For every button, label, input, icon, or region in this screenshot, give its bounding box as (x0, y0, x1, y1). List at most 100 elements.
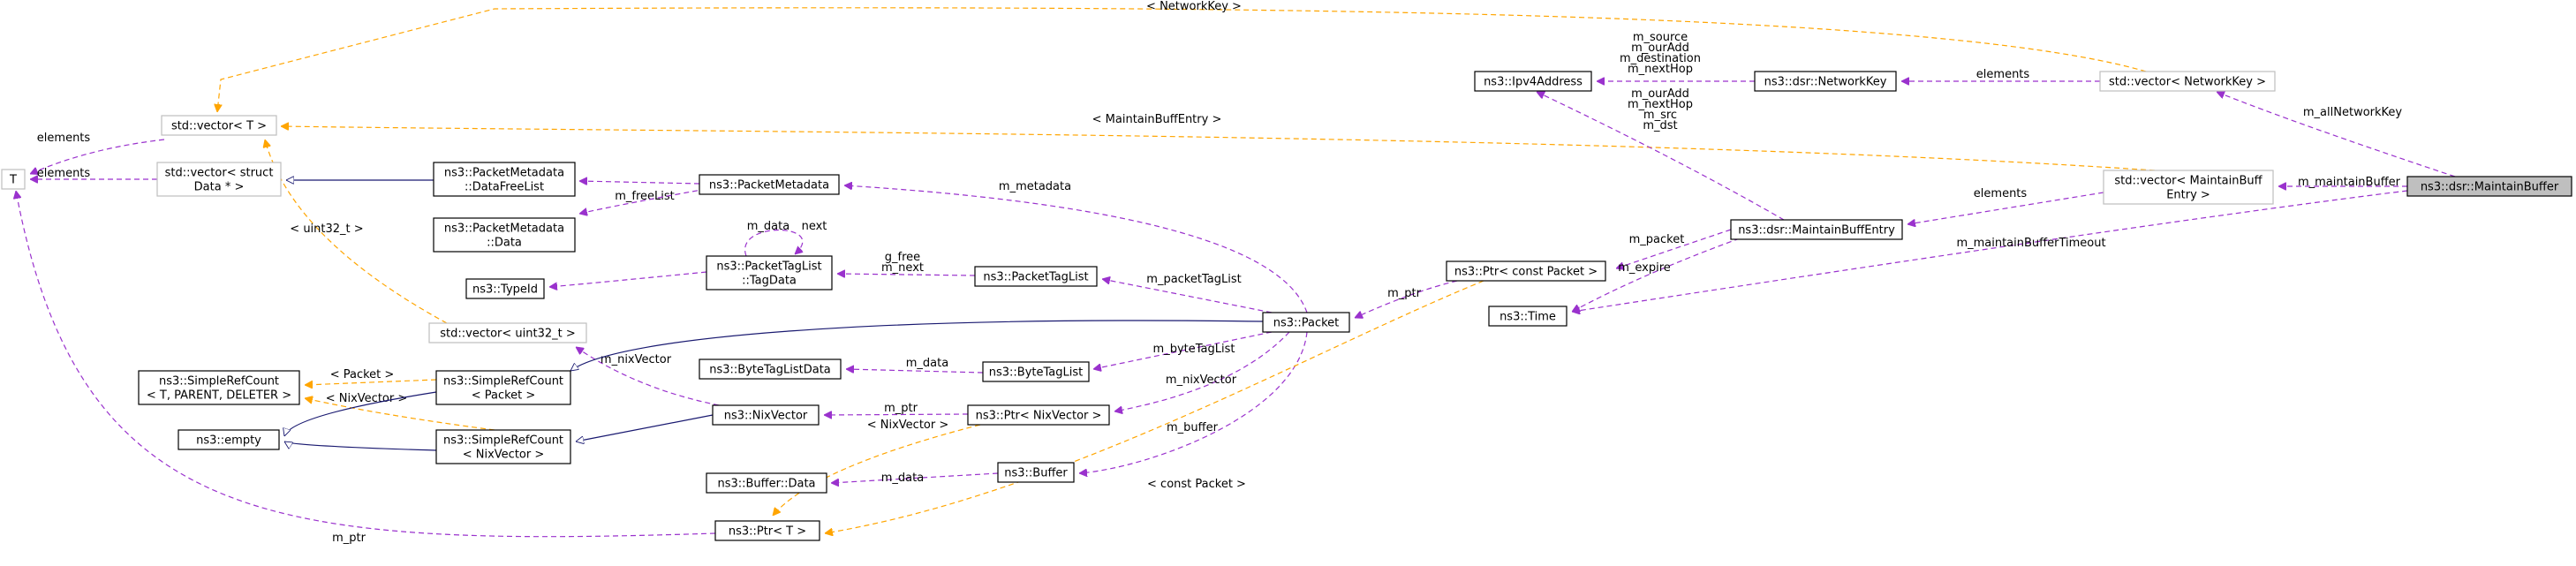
edge-packet-to-packetmetadata: m_metadata (844, 180, 1308, 313)
node-packettaglist[interactable]: ns3::PacketTagList (974, 266, 1098, 287)
node-ptr_t[interactable]: ns3::Ptr< T > (714, 520, 820, 541)
edge-line (846, 369, 984, 373)
node-label: ns3::Ipv4Address (1484, 76, 1583, 89)
edge-label: m_maintainBufferTimeout (1956, 237, 2105, 250)
node-buffer[interactable]: ns3::Buffer (997, 462, 1075, 483)
edge-line (281, 126, 2156, 171)
node-label: ns3::Packet (1273, 317, 1340, 330)
node-bytetaglist[interactable]: ns3::ByteTagList (982, 361, 1090, 382)
node-simplerefcount_packet[interactable]: ns3::SimpleRefCount< Packet > (435, 370, 571, 405)
node-empty[interactable]: ns3::empty (178, 429, 280, 450)
edge-line (1537, 92, 1785, 221)
edge-label: m_packetTagList (1146, 273, 1241, 286)
node-bytetaglistdata[interactable]: ns3::ByteTagListData (699, 358, 842, 380)
edge-vec_struct-to-t: elements (30, 167, 157, 180)
edge-label: m_maintainBuffer (2298, 176, 2401, 189)
edge-ptr_t-to-t: m_ptr (16, 191, 716, 545)
edge-label: m_allNetworkKey (2303, 106, 2403, 119)
edge-line (1114, 331, 1290, 411)
node-simplerefcount_nix[interactable]: ns3::SimpleRefCount< NixVector > (435, 429, 571, 464)
node-label: ns3::PacketMetadata (444, 167, 564, 180)
node-box (1, 169, 26, 190)
edge-label: m_ourAdd (1631, 42, 1689, 55)
edge-label: m_data (747, 220, 789, 233)
edge-maintainbuffer-to-vec_networkkey: m_allNetworkKey (2217, 92, 2456, 177)
edge-label: elements (37, 167, 91, 180)
edge-label: m_data (881, 472, 924, 485)
node-freelist[interactable]: ns3::PacketMetadata::DataFreeList (433, 162, 576, 197)
node-networkkey[interactable]: ns3::dsr::NetworkKey (1754, 71, 1897, 92)
node-vec_uint32[interactable]: std::vector< uint32_t > (428, 322, 587, 343)
edge-label: elements (1976, 68, 2030, 81)
edge-label: m_dst (1643, 119, 1677, 132)
edge-label: g_free (885, 251, 920, 264)
node-label: < NixVector > (463, 449, 545, 462)
edge-label: m_next (881, 261, 924, 275)
edge-label: next (802, 220, 827, 233)
edge-line (831, 472, 999, 483)
edge-packet-to-bytetaglist: m_byteTagList (1093, 331, 1273, 369)
edge-label: < MaintainBuffEntry > (1092, 113, 1222, 126)
edge-line (284, 391, 437, 436)
edge-label: m_byteTagList (1153, 343, 1235, 356)
edge-line (1355, 280, 1458, 318)
node-maintainbuffentry[interactable]: ns3::dsr::MaintainBuffEntry (1730, 219, 1903, 240)
node-box (1474, 71, 1592, 92)
node-vec_maintainbuff[interactable]: std::vector< MaintainBuffEntry > (2103, 170, 2274, 205)
node-nixvector[interactable]: ns3::NixVector (712, 404, 820, 426)
node-box (974, 266, 1098, 287)
node-vec_networkkey[interactable]: std::vector< NetworkKey > (2099, 71, 2276, 92)
edge-line (1907, 192, 2104, 224)
edge-tagdata-to-tagdata: next (744, 220, 827, 257)
node-label: ns3::TypeId (472, 283, 538, 297)
node-label: T (9, 174, 17, 187)
edge-bytetaglist-to-bytetaglistdata: m_data (846, 357, 984, 373)
edge-ptr_const_packet-to-packet: m_ptr (1355, 280, 1458, 318)
edge-vec_networkkey-to-networkkey: elements (1901, 68, 2100, 81)
node-typeid[interactable]: ns3::TypeId (465, 278, 545, 299)
node-t[interactable]: T (1, 169, 26, 190)
edge-packet-to-packettaglist: m_packetTagList (1102, 273, 1273, 313)
node-packet[interactable]: ns3::Packet (1262, 312, 1350, 333)
edge-label: m_expire (1618, 261, 1671, 275)
node-box (714, 520, 820, 541)
node-box (433, 217, 576, 253)
edge-line (844, 185, 1308, 313)
node-ptr_nix[interactable]: ns3::Ptr< NixVector > (967, 404, 1110, 426)
node-label: ns3::dsr::MaintainBuffer (2421, 181, 2559, 194)
node-vec_t[interactable]: std::vector< T > (161, 115, 277, 136)
node-box (1754, 71, 1897, 92)
node-label: ns3::NixVector (724, 410, 808, 423)
node-label: ns3::PacketMetadata (709, 179, 829, 192)
node-ptr_const_packet[interactable]: ns3::Ptr< const Packet > (1446, 260, 1606, 282)
node-box (156, 162, 282, 197)
edge-packetmetadata-to-freelist: m_freeList (579, 181, 700, 203)
node-box (1446, 260, 1606, 282)
node-label: ns3::Ptr< NixVector > (976, 410, 1102, 423)
edge-line (1572, 238, 1741, 313)
node-label: ns3::Ptr< const Packet > (1454, 266, 1598, 279)
node-box (435, 429, 571, 464)
edge-line (217, 7, 2147, 112)
node-label: std::vector< T > (171, 120, 267, 133)
node-time[interactable]: ns3::Time (1488, 306, 1568, 327)
edge-label: m_data (906, 357, 948, 370)
node-box (161, 115, 277, 136)
node-label: ns3::Time (1500, 311, 1556, 324)
node-tagdata[interactable]: ns3::PacketTagList::TagData (706, 255, 833, 291)
node-box (465, 278, 545, 299)
node-ipv4[interactable]: ns3::Ipv4Address (1474, 71, 1592, 92)
edge-label: m_metadata (999, 180, 1071, 193)
node-label: < T, PARENT, DELETER > (147, 389, 291, 403)
node-pm_data[interactable]: ns3::PacketMetadata::Data (433, 217, 576, 253)
node-label: ns3::dsr::MaintainBuffEntry (1738, 224, 1895, 238)
node-packetmetadata[interactable]: ns3::PacketMetadata (699, 174, 840, 195)
node-simplerefcount_t[interactable]: ns3::SimpleRefCount< T, PARENT, DELETER … (138, 370, 300, 405)
node-buffer_data[interactable]: ns3::Buffer::Data (706, 472, 827, 494)
node-maintainbuffer[interactable]: ns3::dsr::MaintainBuffer (2406, 176, 2572, 197)
edge-label: < NixVector > (867, 419, 949, 432)
